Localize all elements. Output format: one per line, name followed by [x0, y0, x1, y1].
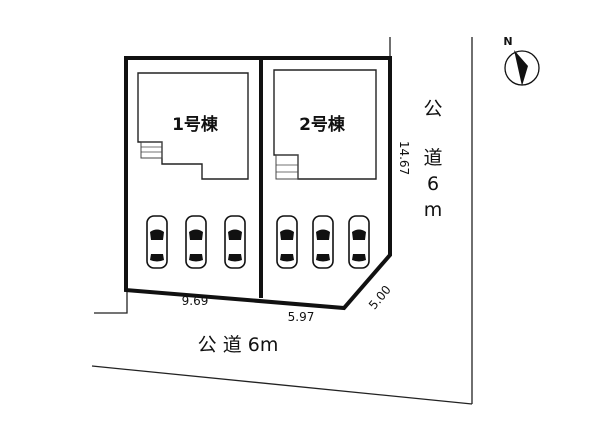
car-icon — [224, 215, 246, 269]
house-1: 1号棟 — [137, 72, 249, 180]
parking-spaces — [146, 215, 370, 269]
car-icon — [185, 215, 207, 269]
street-line-bottom — [91, 365, 473, 405]
dimension-corner: 5.00 — [366, 283, 394, 312]
road-label-right-char-3: 6 — [427, 173, 439, 195]
car-icon — [312, 215, 334, 269]
house-2-entrance — [275, 154, 299, 180]
road-label-right-char-4: m — [424, 199, 443, 221]
north-compass: N — [503, 35, 540, 86]
street-line-left — [94, 290, 128, 314]
dimension-right-side: 14.67 — [397, 141, 411, 175]
car-icon — [348, 215, 370, 269]
house-2-label: 2号棟 — [299, 114, 346, 135]
car-icon — [276, 215, 298, 269]
road-label-bottom: 公 道 6m — [198, 334, 279, 356]
lot-boundary — [124, 56, 392, 311]
road-label-right-char-2: 道 — [423, 147, 442, 169]
street-lines — [91, 37, 473, 405]
road-label-right-char-1: 公 — [423, 98, 442, 120]
house-1-label: 1号棟 — [172, 114, 219, 135]
dimension-bottom-right: 5.97 — [288, 310, 315, 324]
dimension-bottom-left: 9.69 — [182, 294, 209, 308]
house-2: 2号棟 — [273, 69, 377, 180]
compass-needle-icon — [514, 50, 528, 86]
compass-north-label: N — [503, 35, 512, 48]
house-1-entrance — [140, 141, 163, 159]
car-icon — [146, 215, 168, 269]
